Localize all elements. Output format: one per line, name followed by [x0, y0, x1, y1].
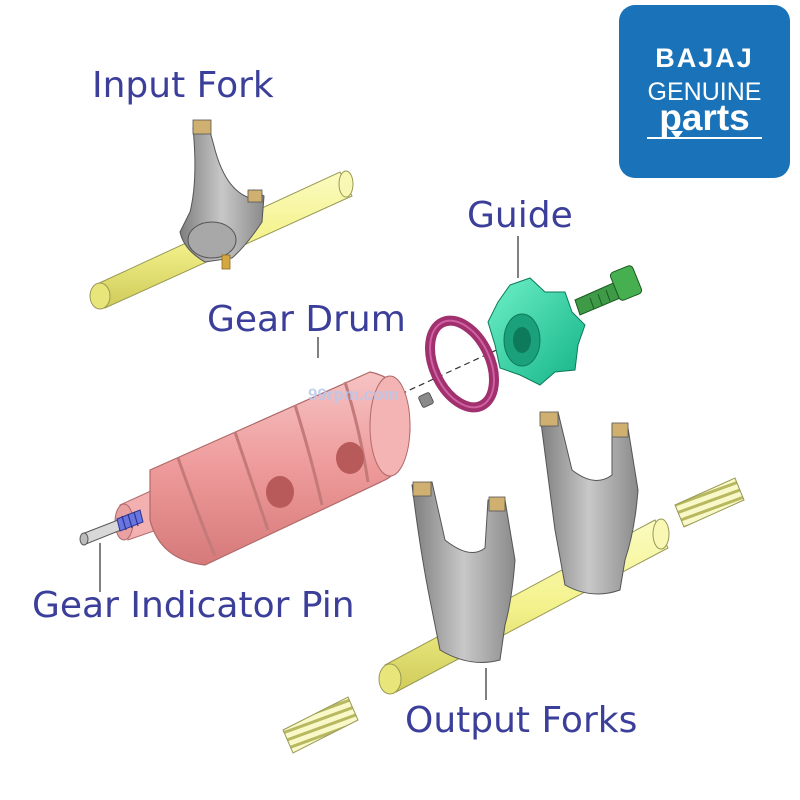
guide-part — [487, 277, 586, 386]
label-gear-indicator-pin: Gear Indicator Pin — [32, 585, 355, 626]
label-output-forks: Output Forks — [405, 700, 638, 741]
spring-lower-left — [282, 696, 359, 754]
logo-line2: GENUINE — [647, 78, 762, 106]
gear-indicator-pin-part — [79, 509, 144, 546]
springs — [282, 477, 745, 754]
watermark: 99rpm.com — [308, 385, 399, 404]
ring-part — [425, 315, 499, 413]
label-gear-drum: Gear Drum — [207, 299, 406, 340]
bajaj-genuine-parts-logo: BAJAJ GENUINE parts — [619, 5, 790, 178]
spring-upper-right — [674, 477, 745, 528]
input-fork-assembly — [89, 119, 354, 310]
label-input-fork: Input Fork — [92, 65, 274, 106]
logo-brand: BAJAJ — [655, 43, 754, 73]
logo-line3: parts — [659, 97, 750, 138]
label-guide: Guide — [467, 195, 573, 236]
logo-underline — [647, 137, 762, 139]
leader-lines — [99, 236, 519, 700]
logo-tick-icon — [671, 131, 683, 139]
output-forks-assembly — [378, 411, 670, 695]
small-pin — [418, 392, 434, 408]
bolt-part — [574, 265, 643, 316]
assembly-axis — [109, 329, 541, 529]
